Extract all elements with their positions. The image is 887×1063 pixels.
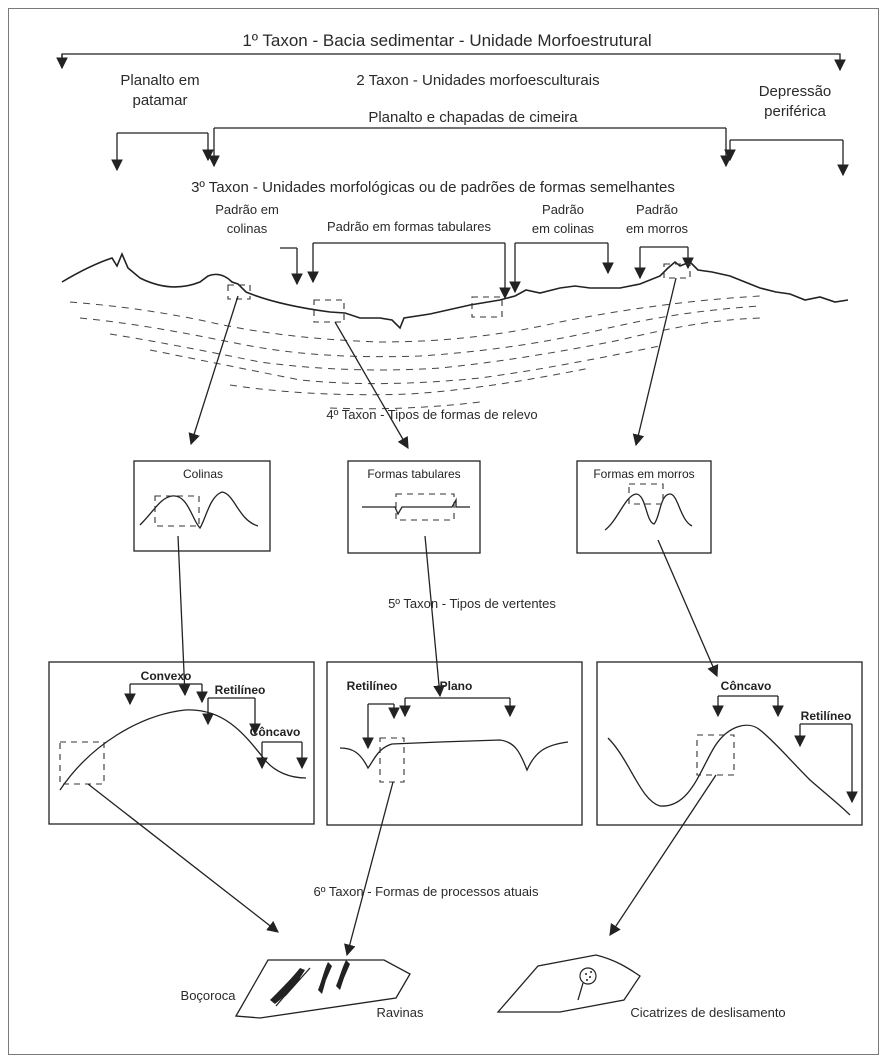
taxon1-title: 1º Taxon - Bacia sedimentar - Unidade Mo… xyxy=(242,31,651,50)
planalto-patamar-label-1: Planalto em xyxy=(120,72,199,89)
arrows-to-taxon4 xyxy=(188,277,677,450)
taxon3-brackets xyxy=(280,242,694,300)
bocoroca-ravinas-illustration: Boçoroca Ravinas xyxy=(181,959,424,1020)
box-tabulares: Formas tabulares xyxy=(347,460,481,698)
label-cicatrizes: Cicatrizes de deslisamento xyxy=(630,1005,785,1020)
planalto-chapadas-label: Planalto e chapadas de cimeira xyxy=(368,109,578,126)
box-vertente-morros: Côncavo Retilíneo xyxy=(596,661,863,936)
padrao-morros-line2: em morros xyxy=(626,221,689,236)
padrao-colinas-1-line2: colinas xyxy=(227,221,268,236)
taxon6-title: 6º Taxon - Formas de processos atuais xyxy=(314,884,539,899)
label-bocoroca: Boçoroca xyxy=(181,988,237,1003)
label-ravinas: Ravinas xyxy=(377,1005,424,1020)
padrao-morros-line1: Padrão xyxy=(636,202,678,217)
terrain-profile xyxy=(61,251,849,410)
depressao-label-1: Depressão xyxy=(759,83,832,100)
padrao-colinas-2-line2: em colinas xyxy=(532,221,595,236)
taxon4-title: 4º Taxon - Tipos de formas de relevo xyxy=(326,407,537,422)
cicatrizes-illustration: Cicatrizes de deslisamento xyxy=(496,954,786,1020)
taxon3-title: 3º Taxon - Unidades morfológicas ou de p… xyxy=(191,179,675,196)
planalto-patamar-label-2: patamar xyxy=(132,92,187,109)
taxon5-title: 5º Taxon - Tipos de vertentes xyxy=(388,596,556,611)
taxon2-title: 2 Taxon - Unidades morfoesculturais xyxy=(356,72,599,89)
label-convexo: Convexo xyxy=(141,669,192,683)
label-concavo-1: Côncavo xyxy=(250,725,301,739)
box-vertente-colinas: Convexo Retilíneo Côncavo xyxy=(48,661,315,933)
depressao-label-2: periférica xyxy=(764,103,826,120)
taxon2-brackets xyxy=(111,127,849,177)
padrao-colinas-1-line1: Padrão em xyxy=(215,202,279,217)
padrao-colinas-2-line1: Padrão xyxy=(542,202,584,217)
box-tabulares-label: Formas tabulares xyxy=(367,467,460,481)
padrao-tabulares-label: Padrão em formas tabulares xyxy=(327,219,492,234)
label-retilineo-2: Retilíneo xyxy=(347,679,398,693)
diagram-frame xyxy=(8,8,879,1055)
box-vertente-tabulares: Retilíneo Plano xyxy=(326,661,583,957)
taxon1-bracket xyxy=(56,53,846,72)
label-retilineo-1: Retilíneo xyxy=(215,683,266,697)
box-morros-label: Formas em morros xyxy=(593,467,694,481)
label-concavo-2: Côncavo xyxy=(721,679,772,693)
label-retilineo-3: Retilíneo xyxy=(801,709,852,723)
box-morros: Formas em morros xyxy=(576,460,719,678)
label-plano: Plano xyxy=(440,679,473,693)
box-colinas: Colinas xyxy=(133,460,271,697)
box-colinas-label: Colinas xyxy=(183,467,223,481)
